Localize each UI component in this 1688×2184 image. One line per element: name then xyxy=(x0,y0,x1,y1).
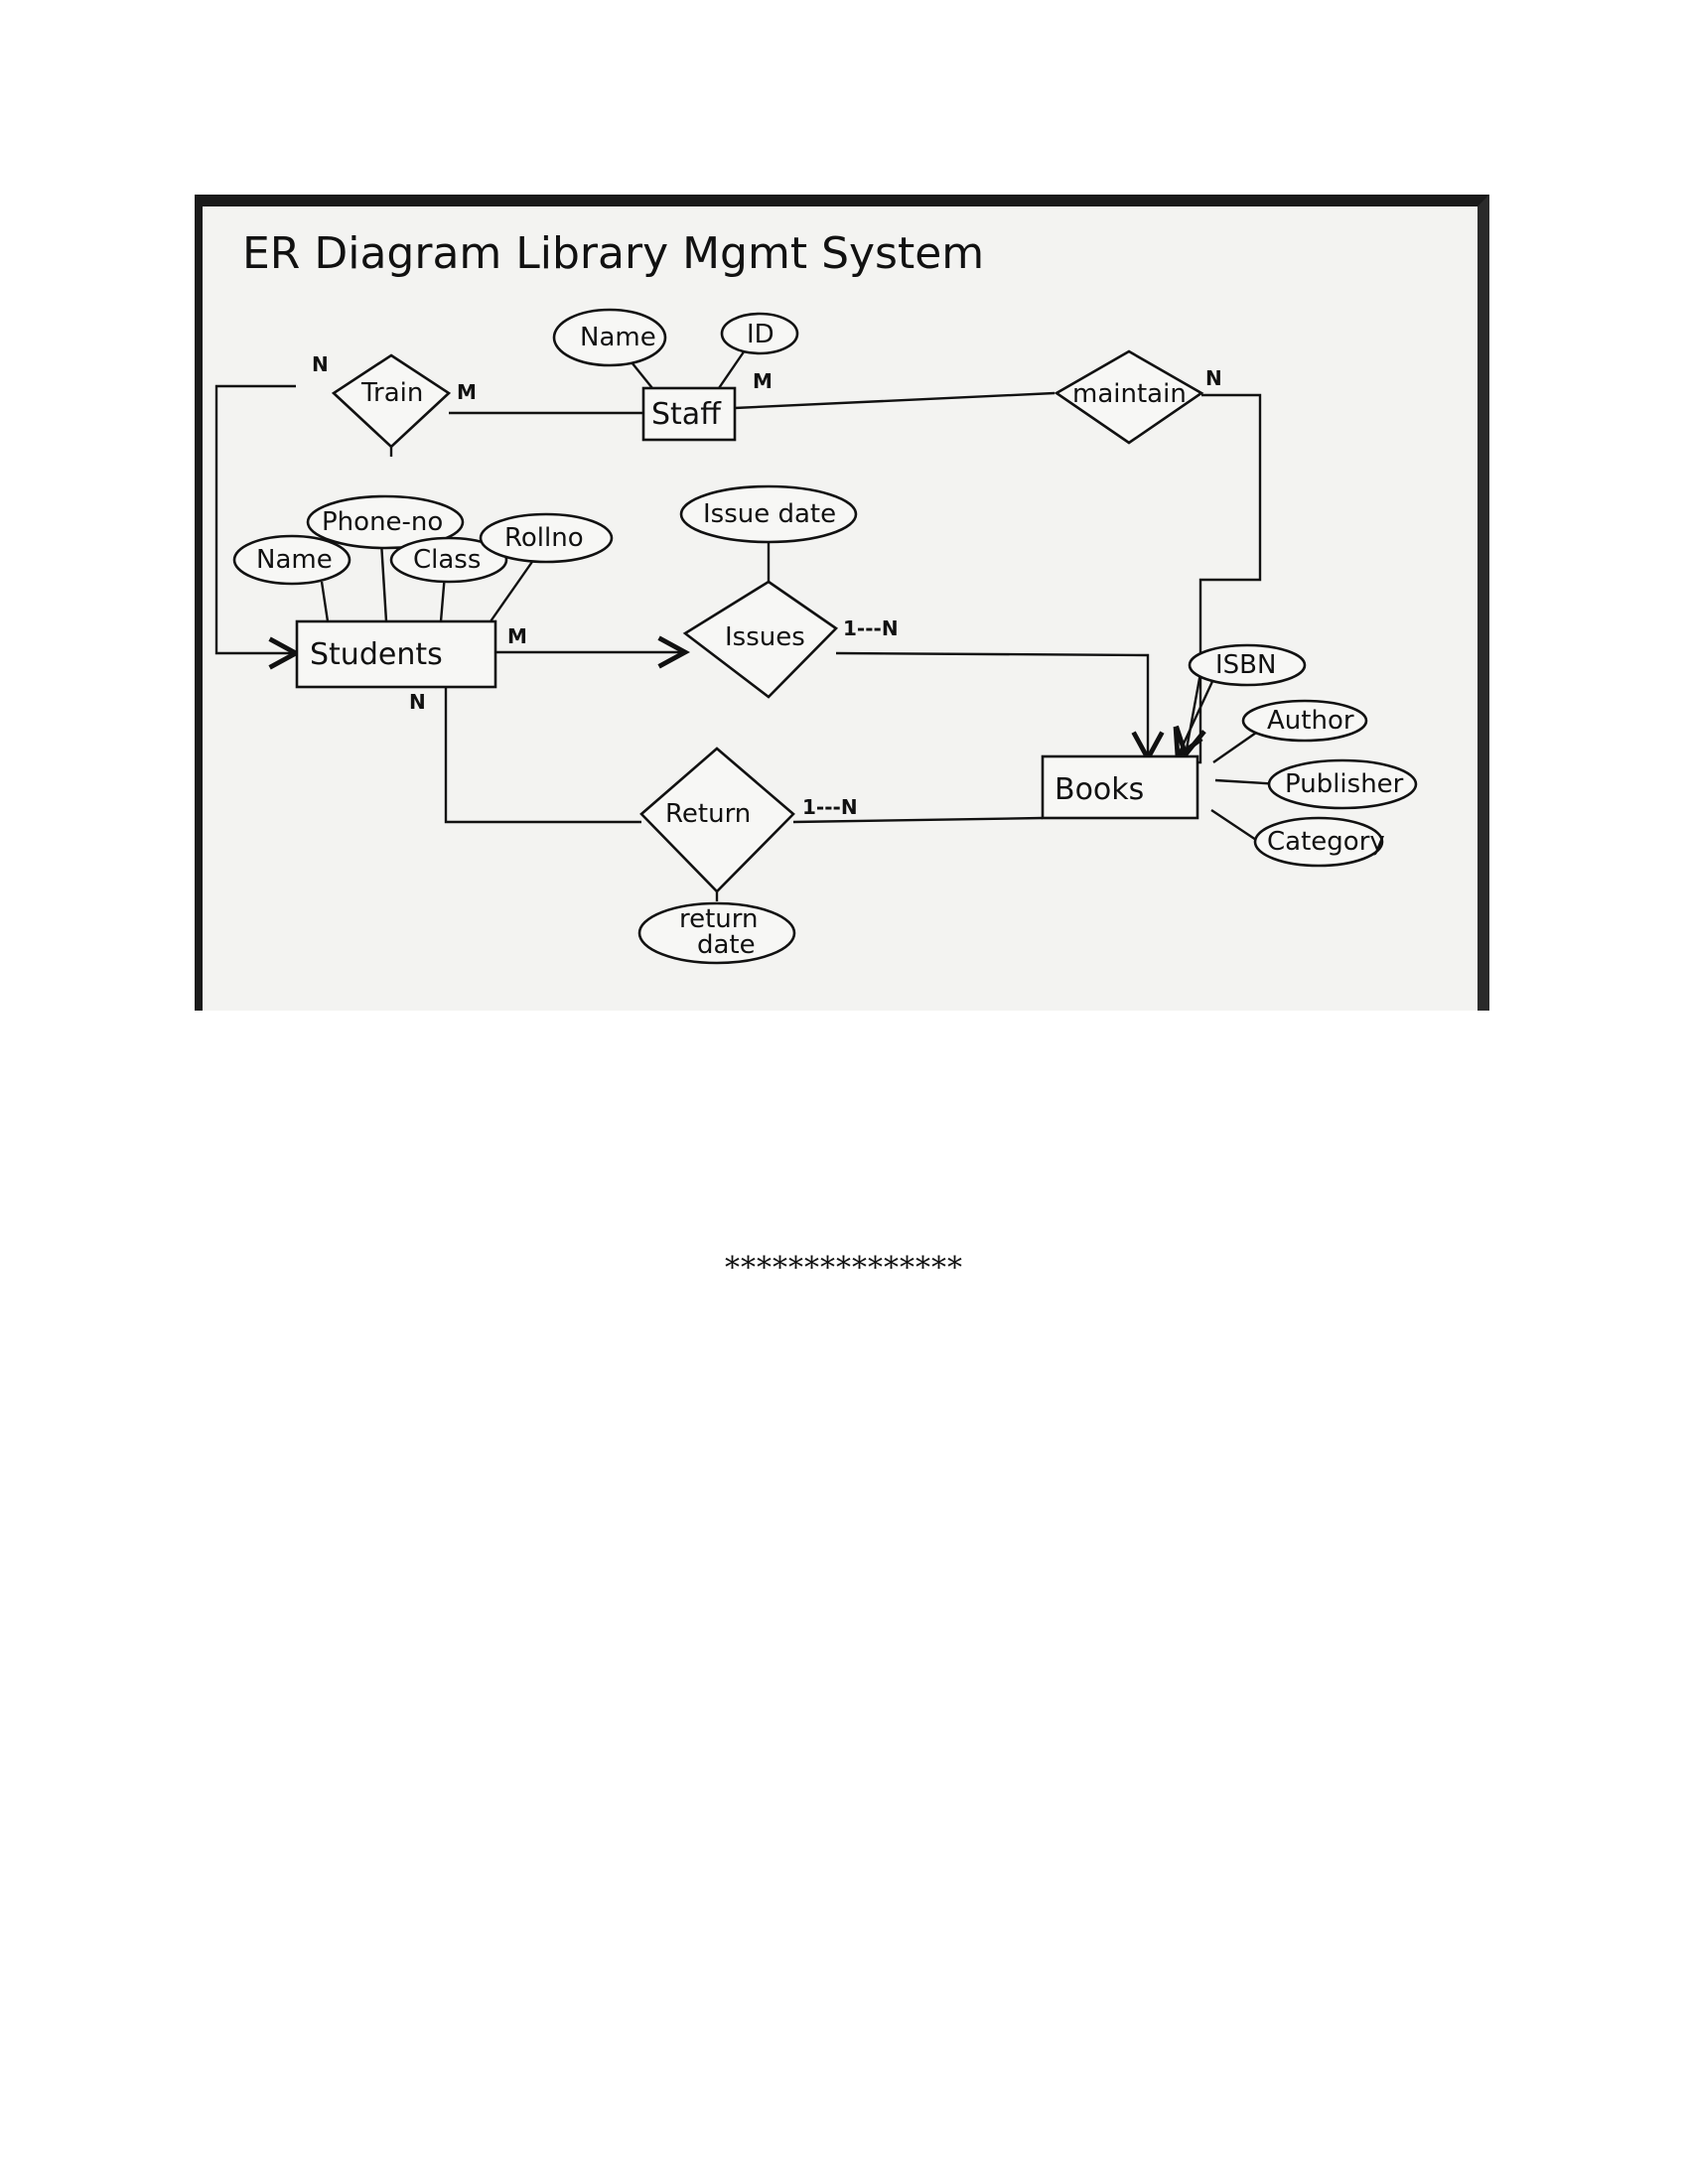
publisher-attr xyxy=(1267,758,1418,810)
train-relationship xyxy=(331,353,452,449)
issues-books-line xyxy=(835,651,1148,758)
staff-id-label: ID xyxy=(747,320,774,349)
category-attr xyxy=(1253,816,1384,868)
rollno-stem xyxy=(490,558,535,622)
books-label: Books xyxy=(1055,772,1144,807)
maintain-books-line xyxy=(1180,393,1262,764)
diagram-photo: ER Diagram Library Mgmt System Staff Stu… xyxy=(195,195,1489,1011)
students-m-card: M xyxy=(507,624,527,648)
students-return-line xyxy=(444,687,641,824)
return-label: Return xyxy=(665,799,751,829)
staff-id-attr xyxy=(720,312,799,355)
maintain-relationship xyxy=(1054,349,1204,445)
class-label: Class xyxy=(413,545,481,575)
issuedate-label: Issue date xyxy=(703,499,836,529)
isbn-attr xyxy=(1188,643,1307,687)
return-card: 1---N xyxy=(802,795,858,819)
issues-relationship xyxy=(682,580,839,699)
student-name-stem xyxy=(320,581,330,622)
rollno-label: Rollno xyxy=(504,523,584,553)
returndate-label-2: date xyxy=(697,930,756,960)
issuedate-attr xyxy=(679,484,858,544)
publisher-label: Publisher xyxy=(1285,769,1404,799)
author-label: Author xyxy=(1267,706,1354,736)
staff-label: Staff xyxy=(651,397,722,432)
staff-name-attr xyxy=(552,308,667,367)
class-attr xyxy=(389,536,508,584)
category-label: Category xyxy=(1267,827,1385,857)
staff-maintain-line xyxy=(734,391,1055,410)
staff-id-stem xyxy=(718,349,746,389)
students-n-card: N xyxy=(409,690,426,714)
staff-entity xyxy=(641,386,737,442)
phone-label: Phone-no xyxy=(322,507,443,537)
isbn-label: ISBN xyxy=(1215,650,1276,680)
return-books-line xyxy=(792,816,1044,824)
train-label: Train xyxy=(360,378,423,408)
issues-label: Issues xyxy=(725,622,805,652)
returndate-label-1: return xyxy=(679,904,759,934)
phone-stem xyxy=(379,541,388,622)
student-name-attr xyxy=(232,534,352,586)
return-relationship xyxy=(639,747,795,893)
staff-name-label: Name xyxy=(580,323,656,352)
author-attr xyxy=(1241,699,1368,743)
rollno-attr xyxy=(479,512,614,564)
maintain-label: maintain xyxy=(1072,379,1187,409)
category-stem xyxy=(1210,809,1260,843)
issues-card: 1---N xyxy=(843,616,899,640)
books-entity xyxy=(1041,754,1199,820)
phone-attr xyxy=(306,494,465,550)
train-n-card: N xyxy=(312,352,329,376)
section-separator: *************** xyxy=(725,1251,963,1286)
diagram-title: ER Diagram Library Mgmt System xyxy=(242,228,984,279)
students-label: Students xyxy=(310,637,443,672)
maintain-n-card: N xyxy=(1205,366,1222,390)
er-diagram: ER Diagram Library Mgmt System Staff Stu… xyxy=(214,228,1418,965)
staff-m-card: M xyxy=(753,369,773,393)
students-entity xyxy=(295,619,497,689)
isbn-stem xyxy=(1178,674,1217,756)
train-students-line xyxy=(214,384,296,653)
student-name-label: Name xyxy=(256,545,333,575)
returndate-attr xyxy=(637,901,796,965)
train-m-card: M xyxy=(457,380,477,404)
